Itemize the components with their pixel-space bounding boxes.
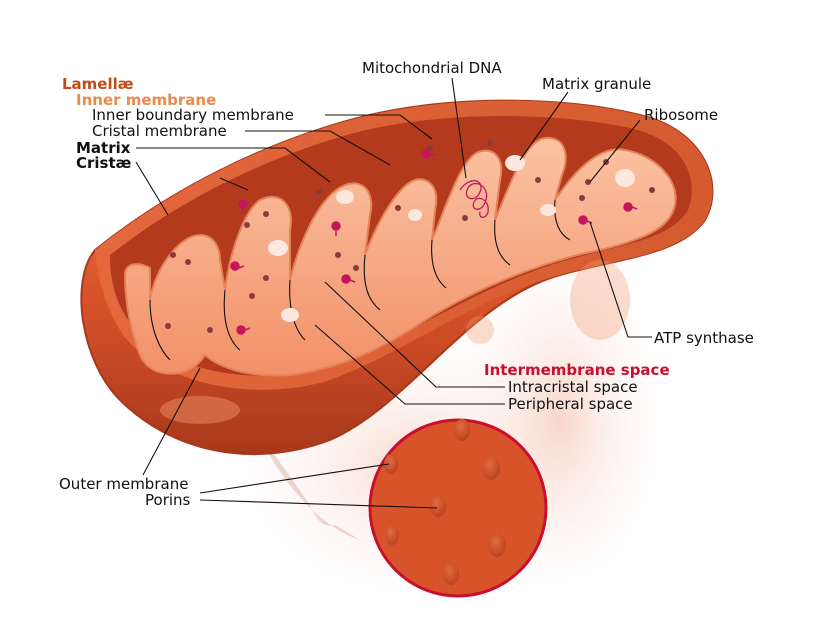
porin xyxy=(443,563,459,585)
labels: Lamellæ Inner membrane Inner boundary me… xyxy=(59,59,754,509)
atp-synthase xyxy=(623,202,638,212)
ribosome xyxy=(585,179,591,185)
porin xyxy=(488,533,506,557)
matrix-granule xyxy=(268,240,288,256)
label-cristal-membrane: Cristal membrane xyxy=(92,122,227,140)
ribosome xyxy=(263,275,269,281)
ribosome xyxy=(263,211,269,217)
label-ribosome: Ribosome xyxy=(644,106,718,124)
porin xyxy=(454,419,470,441)
atp-synthase xyxy=(230,261,245,271)
label-matrix: Matrix xyxy=(76,139,131,157)
ribosome xyxy=(487,140,493,146)
matrix-granule xyxy=(281,308,299,322)
ribosome xyxy=(207,327,213,333)
label-matrix-granule: Matrix granule xyxy=(542,75,651,93)
porin xyxy=(430,495,446,517)
ribosome xyxy=(249,293,255,299)
label-intracristal-space: Intracristal space xyxy=(508,378,638,396)
atp-synthase xyxy=(341,274,356,284)
matrix-granule xyxy=(336,190,354,204)
label-cristae: Cristæ xyxy=(76,154,131,172)
label-lamellae: Lamellæ xyxy=(62,75,133,93)
matrix-granule xyxy=(540,204,556,216)
label-inner-boundary-membrane: Inner boundary membrane xyxy=(92,106,294,124)
atp-synthases xyxy=(230,149,638,335)
matrix-granule xyxy=(408,209,422,221)
label-atp-synthase: ATP synthase xyxy=(654,329,754,347)
ribosome xyxy=(170,252,176,258)
atp-synthase xyxy=(236,325,251,335)
matrix-granule xyxy=(505,155,525,171)
label-peripheral-space: Peripheral space xyxy=(508,395,633,413)
atp-synthase xyxy=(578,215,593,225)
ribosomes xyxy=(165,140,655,333)
ribosome xyxy=(427,145,433,151)
porin-magnification xyxy=(368,418,548,598)
matrix-cristae-shape xyxy=(123,136,677,377)
ribosome xyxy=(579,195,585,201)
porin xyxy=(385,525,399,545)
ribosome xyxy=(335,252,341,258)
atp-synthase xyxy=(238,199,248,214)
ribosome xyxy=(353,265,359,271)
label-mitochondrial-dna: Mitochondrial DNA xyxy=(362,59,502,77)
ribosome xyxy=(185,259,191,265)
ribosome xyxy=(395,205,401,211)
ribosome xyxy=(316,189,322,195)
ribosome xyxy=(165,323,171,329)
atp-synthase xyxy=(421,149,436,159)
leader-lines xyxy=(135,77,652,509)
ribosome xyxy=(244,222,250,228)
label-inner-membrane: Inner membrane xyxy=(76,91,216,109)
ribosome xyxy=(649,187,655,193)
label-porins: Porins xyxy=(145,491,191,509)
porin xyxy=(482,456,500,480)
atp-synthase xyxy=(331,221,341,236)
matrix-granules xyxy=(268,155,635,322)
matrix-granule xyxy=(615,169,635,187)
label-outer-membrane: Outer membrane xyxy=(59,475,188,493)
mitochondrial-dna-strand xyxy=(459,180,489,218)
ribosome xyxy=(462,215,468,221)
porin xyxy=(384,454,398,474)
label-intermembrane-space: Intermembrane space xyxy=(484,361,670,379)
ribosome xyxy=(535,177,541,183)
